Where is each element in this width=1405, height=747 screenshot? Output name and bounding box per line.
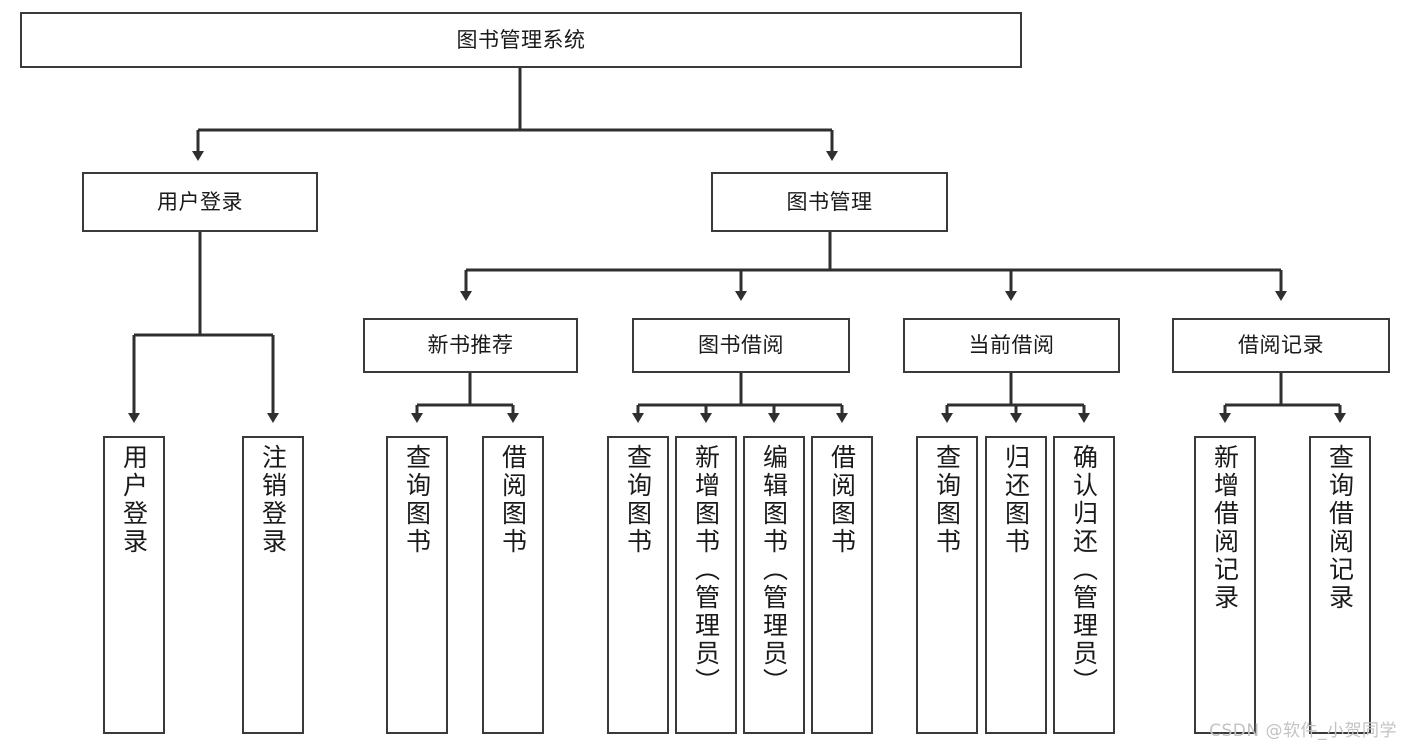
node-leaf-return-book-label: 归还图书 <box>1001 444 1031 556</box>
node-leaf-return-book[interactable]: 归还图书 <box>985 436 1047 734</box>
node-current-borrow[interactable]: 当前借阅 <box>903 318 1120 373</box>
node-user-login[interactable]: 用户登录 <box>82 172 318 232</box>
node-leaf-query-book-a-label: 查询图书 <box>402 444 432 556</box>
node-leaf-query-book-c-label: 查询图书 <box>932 444 962 556</box>
node-leaf-add-book[interactable]: 新增图书（管理员） <box>675 436 737 734</box>
node-leaf-query-book-b-label: 查询图书 <box>623 444 653 556</box>
node-book-borrow[interactable]: 图书借阅 <box>632 318 850 373</box>
node-new-book-rec[interactable]: 新书推荐 <box>363 318 578 373</box>
node-book-manage-label: 图书管理 <box>786 189 873 214</box>
node-leaf-edit-book[interactable]: 编辑图书（管理员） <box>743 436 805 734</box>
node-leaf-add-record[interactable]: 新增借阅记录 <box>1194 436 1256 734</box>
node-leaf-query-book-c[interactable]: 查询图书 <box>916 436 978 734</box>
node-leaf-borrow-book-b[interactable]: 借阅图书 <box>811 436 873 734</box>
node-leaf-borrow-book-a-label: 借阅图书 <box>498 444 528 556</box>
node-leaf-add-book-label: 新增图书（管理员） <box>691 444 721 696</box>
node-leaf-add-record-label: 新增借阅记录 <box>1210 444 1240 612</box>
node-leaf-edit-book-label: 编辑图书（管理员） <box>759 444 789 696</box>
node-current-borrow-label: 当前借阅 <box>968 333 1055 358</box>
node-leaf-logout-label: 注销登录 <box>258 444 288 556</box>
node-leaf-query-book-a[interactable]: 查询图书 <box>386 436 448 734</box>
node-book-manage[interactable]: 图书管理 <box>711 172 948 232</box>
node-leaf-user-login-label: 用户登录 <box>119 444 149 556</box>
node-leaf-user-login[interactable]: 用户登录 <box>103 436 165 734</box>
node-leaf-query-record[interactable]: 查询借阅记录 <box>1309 436 1371 734</box>
node-leaf-confirm-return[interactable]: 确认归还（管理员） <box>1053 436 1115 734</box>
node-leaf-query-book-b[interactable]: 查询图书 <box>607 436 669 734</box>
node-user-login-label: 用户登录 <box>157 189 243 214</box>
node-leaf-confirm-return-label: 确认归还（管理员） <box>1069 444 1099 696</box>
node-leaf-borrow-book-b-label: 借阅图书 <box>827 444 857 556</box>
node-borrow-record[interactable]: 借阅记录 <box>1172 318 1390 373</box>
node-leaf-logout[interactable]: 注销登录 <box>242 436 304 734</box>
node-root[interactable]: 图书管理系统 <box>20 12 1022 68</box>
node-leaf-query-record-label: 查询借阅记录 <box>1325 444 1355 612</box>
node-leaf-borrow-book-a[interactable]: 借阅图书 <box>482 436 544 734</box>
node-borrow-record-label: 借阅记录 <box>1238 333 1324 358</box>
node-root-label: 图书管理系统 <box>456 27 586 52</box>
csdn-watermark: CSDN @软件_小贺同学 <box>1209 721 1397 741</box>
node-new-book-rec-label: 新书推荐 <box>427 333 514 358</box>
node-book-borrow-label: 图书借阅 <box>698 333 784 358</box>
